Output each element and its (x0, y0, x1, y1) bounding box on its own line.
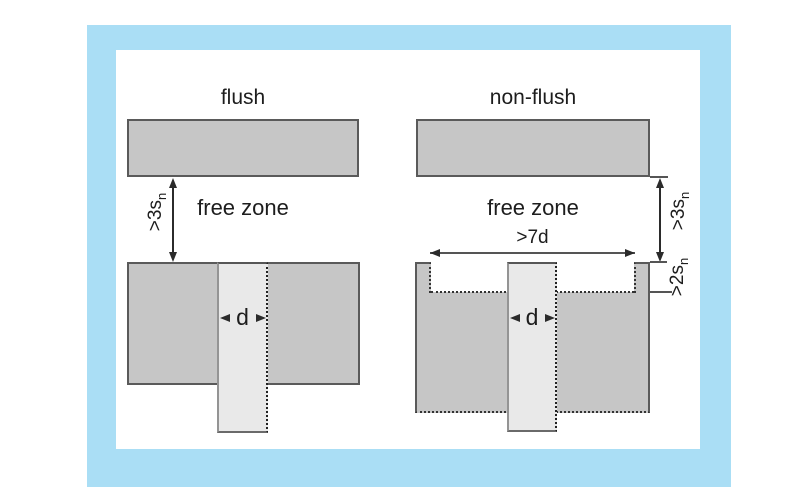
diameter-arrow-right-icon (256, 313, 266, 322)
nonflush-sensor-body (507, 262, 557, 432)
nonflush-diameter-label: d (525, 304, 539, 330)
depth-dim-sub: n (675, 257, 691, 266)
recess-depth-label: >2sn (666, 235, 691, 319)
arrowhead-right-icon (625, 248, 635, 257)
flush-gap-arrow-line (172, 181, 174, 259)
flush-sensor-body (217, 262, 268, 433)
diameter-arrow-left-icon (510, 313, 520, 322)
recess-width-label: >7d (516, 227, 549, 248)
nonflush-free-zone-label: free zone (487, 195, 579, 220)
nonflush-block-lip-left (415, 262, 431, 293)
gap-dim-text: >3s (668, 199, 689, 231)
arrowhead-down-icon (655, 252, 664, 262)
flush-title: flush (220, 86, 266, 109)
diameter-arrow-right-icon (545, 313, 555, 322)
diameter-arrow-left-icon (220, 313, 230, 322)
recess-width-arrow-line (430, 252, 635, 254)
arrowhead-up-icon (655, 178, 664, 188)
flush-free-zone-label: free zone (197, 195, 289, 220)
blue-frame (87, 25, 731, 487)
gap-dim-sub: n (676, 191, 692, 200)
extension-line-recess-floor (650, 291, 672, 293)
nonflush-title: non-flush (489, 86, 577, 109)
arrowhead-left-icon (430, 248, 440, 257)
nonflush-block-lip-right (634, 262, 650, 293)
arrowhead-up-icon (168, 178, 177, 188)
nonflush-gap-arrow-line (659, 181, 661, 259)
arrowhead-down-icon (168, 252, 177, 262)
extension-line-lip-top (650, 261, 667, 263)
extension-line-plate (650, 176, 668, 178)
flush-diameter-label: d (236, 304, 249, 330)
flush-target-plate (127, 119, 359, 177)
depth-dim-text: >2s (667, 265, 688, 297)
nonflush-target-plate (416, 119, 650, 177)
